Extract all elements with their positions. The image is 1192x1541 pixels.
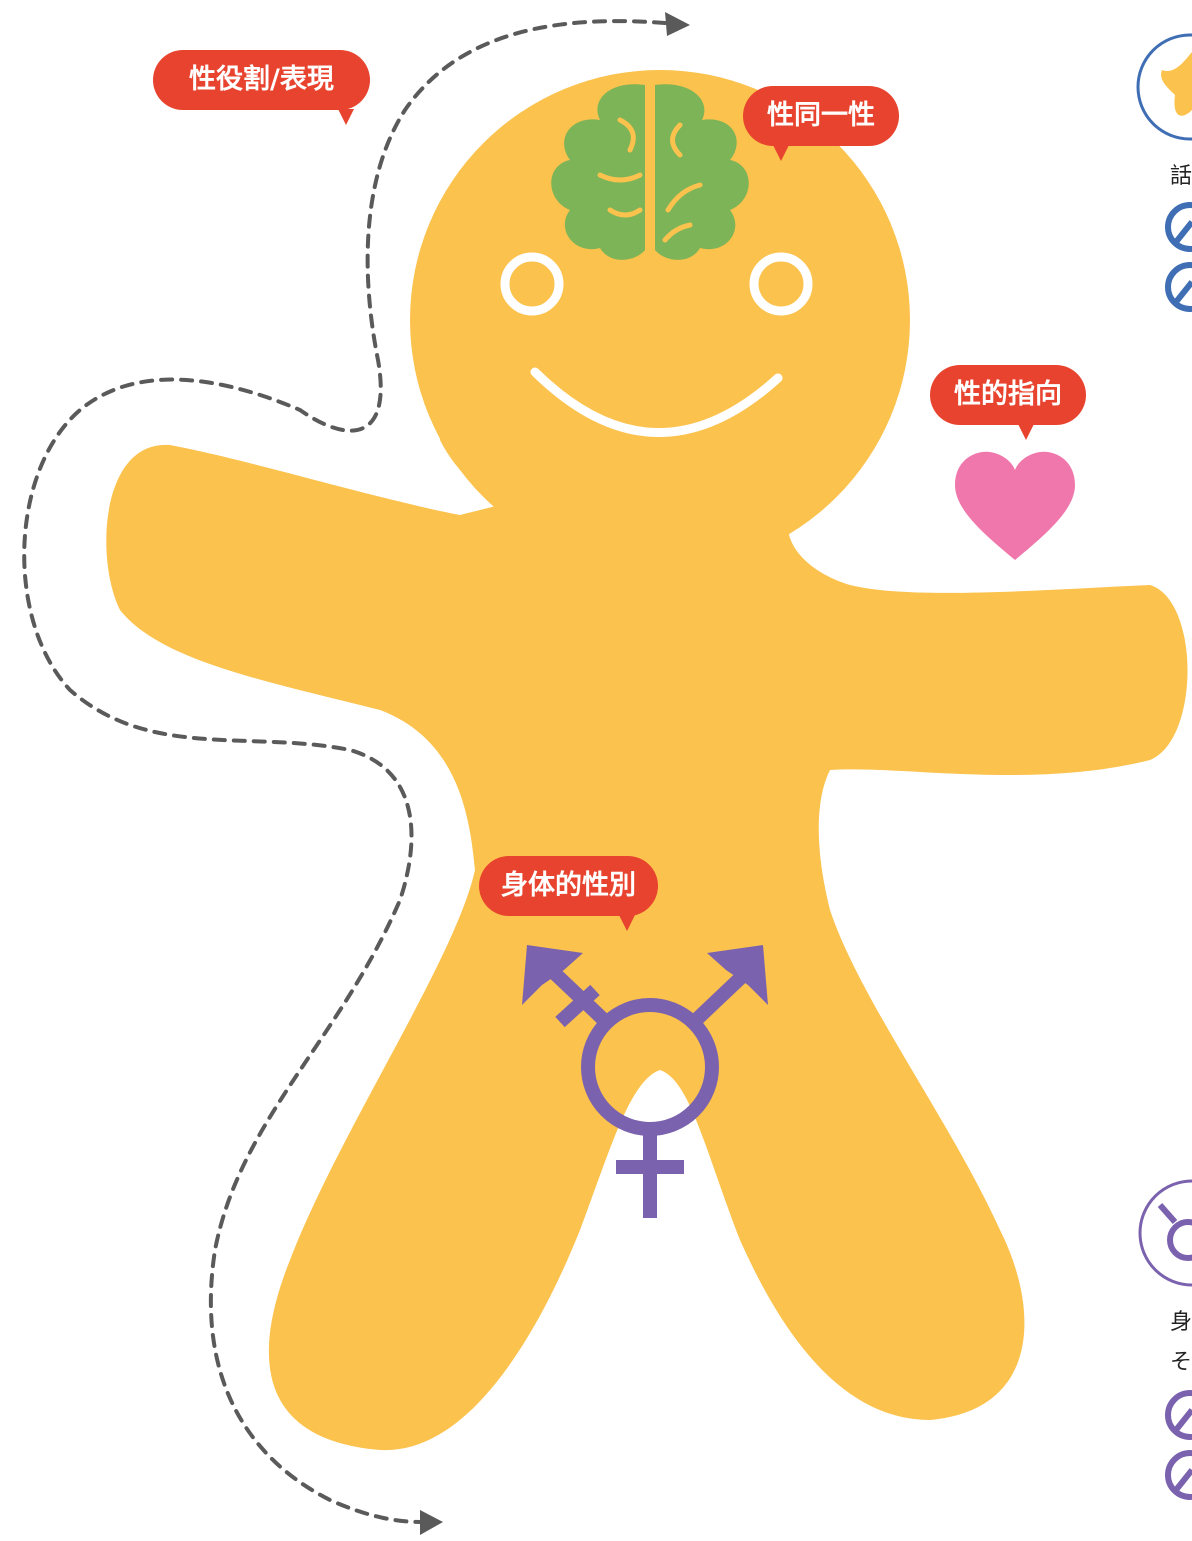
label-tail — [338, 109, 354, 125]
label-sexual-orientation: 性的指向 — [930, 365, 1086, 425]
figure-body — [106, 400, 1187, 1450]
label-biological-sex: 身体的性別 — [479, 856, 658, 916]
side-panel-bottom-text-2: そ — [1170, 1344, 1192, 1376]
label-gender-role: 性役割/表現 — [153, 50, 370, 110]
label-gender-role-text: 性役割/表現 — [153, 50, 370, 110]
label-tail — [619, 915, 635, 931]
label-biological-sex-text: 身体的性別 — [479, 856, 658, 916]
arrowhead-top-icon — [665, 12, 690, 36]
sex-symbol-circle-icon — [1140, 1181, 1192, 1285]
label-sexual-orientation-text: 性的指向 — [930, 365, 1086, 425]
arrowhead-bottom-icon — [420, 1510, 443, 1535]
heart-icon — [955, 452, 1075, 560]
side-panel-bottom-text-1: 身 — [1170, 1304, 1192, 1336]
side-panel-bottom — [1140, 1181, 1192, 1497]
side-panel-top-text: 話 — [1170, 158, 1192, 190]
gingerbread-figure — [106, 70, 1187, 1450]
label-gender-identity: 性同一性 — [743, 86, 899, 146]
label-tail — [1018, 424, 1034, 440]
label-gender-identity-text: 性同一性 — [743, 86, 899, 146]
label-tail — [773, 145, 789, 161]
